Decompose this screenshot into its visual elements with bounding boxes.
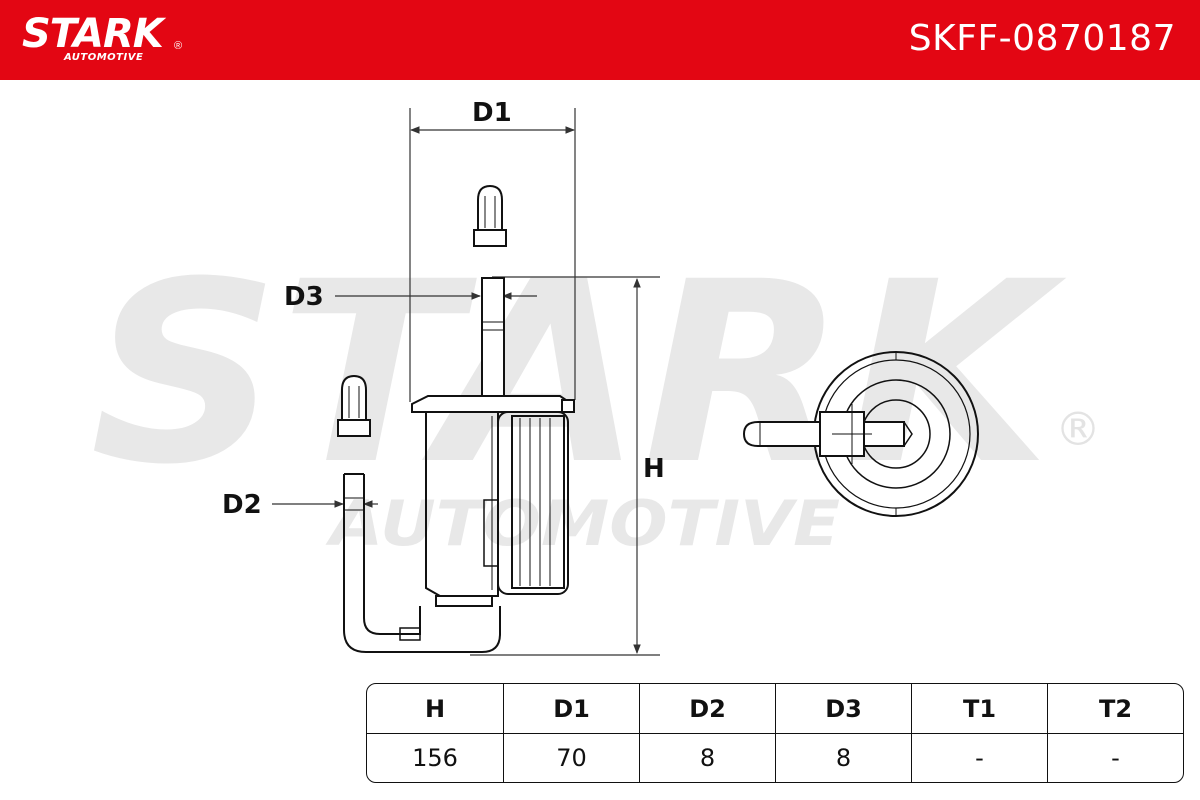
filter-side-view — [343, 277, 575, 653]
watermark-registered-mark: ® — [1055, 402, 1101, 456]
spec-value-d1: 70 — [503, 734, 639, 782]
logo-registered-mark: ® — [174, 40, 183, 52]
watermark-brand: STARK — [90, 228, 1067, 519]
filter-technical-drawing: STARK AUTOMOTIVE ® — [90, 108, 1101, 656]
spec-value-d3: 8 — [775, 734, 911, 782]
spec-header-d3: D3 — [775, 684, 911, 734]
cap-upper — [473, 184, 507, 247]
logo-text: STARK — [22, 11, 164, 57]
part-number: SKFF-0870187 — [908, 18, 1176, 59]
spec-header-t2: T2 — [1047, 684, 1183, 734]
brand-logo: STARK ® AUTOMOTIVE — [22, 11, 182, 63]
spec-table: H D1 D2 D3 T1 T2 156 70 8 8 - - — [366, 683, 1184, 783]
watermark-subtitle: AUTOMOTIVE — [324, 487, 840, 560]
label-d1: D1 — [472, 98, 512, 128]
spec-value-h: 156 — [412, 744, 458, 772]
spec-value-t1: - — [911, 734, 1047, 782]
spec-header-d1: D1 — [503, 684, 639, 734]
spec-value-t2: - — [1047, 734, 1183, 782]
logo-subtitle: AUTOMOTIVE — [64, 52, 144, 63]
dimension-d1 — [409, 108, 576, 402]
watermark: STARK AUTOMOTIVE ® — [90, 228, 1101, 560]
spec-header-h: H — [367, 684, 503, 734]
label-d3: D3 — [284, 282, 324, 312]
label-h: H — [643, 454, 665, 484]
filter-top-view — [742, 351, 979, 517]
label-d2: D2 — [222, 490, 262, 520]
spec-header-t1: T1 — [911, 684, 1047, 734]
spec-value-d2: 8 — [639, 734, 775, 782]
header-bar: STARK ® AUTOMOTIVE SKFF-0870187 — [0, 0, 1200, 80]
dimension-h — [470, 276, 660, 656]
cap-lower — [337, 374, 371, 437]
spec-header-d2: D2 — [639, 684, 775, 734]
